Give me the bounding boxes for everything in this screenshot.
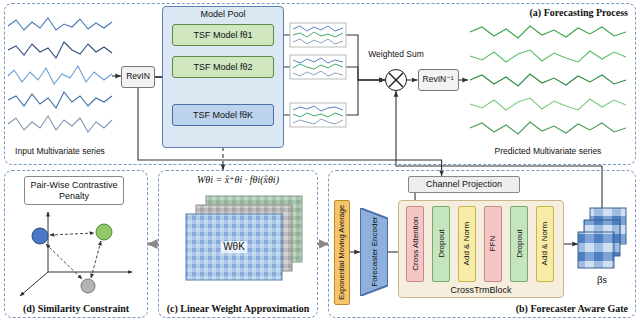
node-text: Forecaster Encoder [369, 217, 378, 287]
connector [318, 243, 328, 246]
connector [407, 79, 418, 80]
beta-matrix: βs [572, 204, 632, 288]
layer-box: Dropout [510, 206, 528, 282]
node-text: TSF Model fθK [193, 110, 253, 120]
model-box: TSF Model fθ2 [172, 56, 274, 78]
plot-area [578, 208, 626, 270]
node-text: WθK [221, 241, 247, 253]
node-text: Dropout [514, 230, 523, 258]
panel: (c) Linear Weight Approximation WθK [158, 170, 318, 318]
node-text: RevIN⁻¹ [423, 75, 454, 85]
encoder-box: Forecaster Encoder [360, 208, 388, 296]
node-text: Model Pool [200, 9, 245, 19]
connector [112, 75, 121, 76]
node-text: CrossTrmBlock [450, 285, 511, 295]
ema-box: Exponential Moving Average [334, 200, 350, 305]
layer-box: FFN [484, 206, 502, 282]
layer-box: Add & Norm [536, 206, 554, 282]
panel: (d) Similarity Constraint Pair-Wise Contr… [4, 170, 148, 318]
weight-matrix: WθK [186, 214, 282, 280]
connector [459, 79, 469, 80]
panel-title: (c) Linear Weight Approximation [167, 303, 310, 315]
panel-title: (a) Forecasting Process [530, 7, 629, 19]
node-text: Predicted Multivariate series [495, 147, 602, 157]
model-box: TSF Model fθ1 [172, 24, 274, 46]
panel: (a) Forecasting ProcessInput Multivariat… [4, 3, 636, 165]
node-text: Pair-Wise Contrastive Penalty [29, 180, 119, 201]
series-plot: Predicted Multivariate series [468, 20, 628, 158]
layer-box: Cross Attention [406, 206, 424, 282]
panel-title: (d) Similarity Constraint [23, 303, 129, 315]
projection-box: Channel Projection [408, 176, 520, 193]
layer-box: Add & Norm [458, 206, 476, 282]
node-text: RevIN [126, 72, 150, 82]
model-box: TSF Model fθK [172, 104, 274, 126]
node-text: FFN [488, 236, 497, 252]
node-text: TSF Model fθ1 [193, 30, 252, 40]
node-text: Exponential Moving Average [338, 205, 347, 300]
node-text: Cross Attention [410, 217, 419, 271]
plot-area [468, 20, 628, 142]
connector [148, 243, 158, 246]
node-text: TSF Model fθ2 [193, 62, 252, 72]
connector [396, 91, 602, 208]
node-text: βs [597, 275, 607, 286]
plot-area [6, 12, 112, 140]
node-text: Weighted Sum [368, 50, 424, 60]
connector [350, 251, 360, 252]
layer-box: Dropout [432, 206, 450, 282]
node-text: Add & Norm [462, 222, 471, 266]
formula-label: Wθi = x̂⁺θi · fθi(x̂θi) [197, 174, 279, 186]
node-text: Dropout [436, 230, 445, 258]
sum-circle [385, 69, 407, 91]
node-text: Channel Projection [426, 179, 502, 189]
series-plot: Input Multivariate series [6, 8, 114, 158]
norm-box: RevIN [121, 66, 155, 88]
block-box: CrossTrmBlock Cross Attention Dropout Add &… [398, 200, 564, 298]
penalty-box: Pair-Wise Contrastive Penalty [24, 176, 124, 205]
node-text: Input Multivariate series [15, 147, 105, 157]
panel-title: (b) Forecaster Aware Gate [516, 303, 628, 315]
norm-box: RevIN⁻¹ [418, 69, 459, 91]
node-text: Add & Norm [540, 222, 549, 266]
model-pool: Model PoolTSF Model fθ1TSF Model fθ2TSF … [162, 6, 284, 148]
panel: (b) Forecaster Aware Gate Channel Project… [328, 170, 636, 318]
